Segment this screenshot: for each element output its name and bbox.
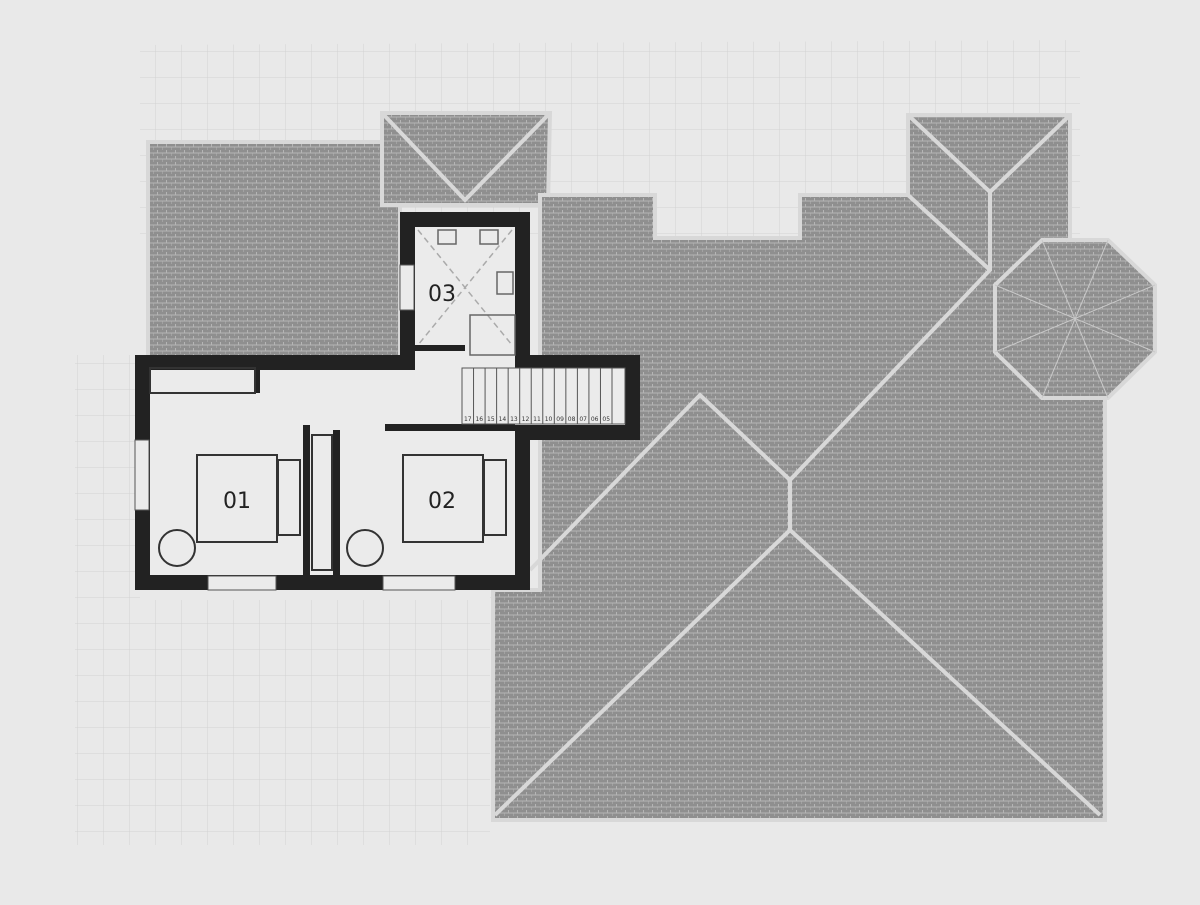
stair-step-number: 10	[545, 416, 553, 423]
stair-step-number: 09	[556, 416, 564, 423]
beds	[158, 434, 507, 571]
room-label-02: 02	[428, 489, 456, 514]
roof	[146, 111, 1157, 822]
roof-main	[491, 113, 1107, 822]
windows	[134, 264, 456, 591]
bathroom-fixtures	[417, 229, 516, 356]
stair-step-number: 16	[475, 416, 483, 423]
room-label-01: 01	[223, 489, 251, 514]
roof-gable-left	[380, 111, 553, 207]
stair-step-number: 08	[568, 416, 576, 423]
stairs	[461, 367, 626, 425]
roof-left	[146, 140, 402, 362]
stair-step-number: 07	[579, 416, 587, 423]
stair-step-number: 05	[602, 416, 610, 423]
stair-step-number: 12	[522, 416, 530, 423]
stair-step-number: 17	[464, 416, 472, 423]
stair-step-number: 06	[591, 416, 599, 423]
stair-step-number: 11	[533, 416, 541, 423]
stair-step-number: 15	[487, 416, 495, 423]
stair-step-number: 14	[499, 416, 507, 423]
stair-step-number: 13	[510, 416, 518, 423]
interior-walls	[149, 345, 515, 575]
room-label-03: 03	[428, 282, 456, 307]
